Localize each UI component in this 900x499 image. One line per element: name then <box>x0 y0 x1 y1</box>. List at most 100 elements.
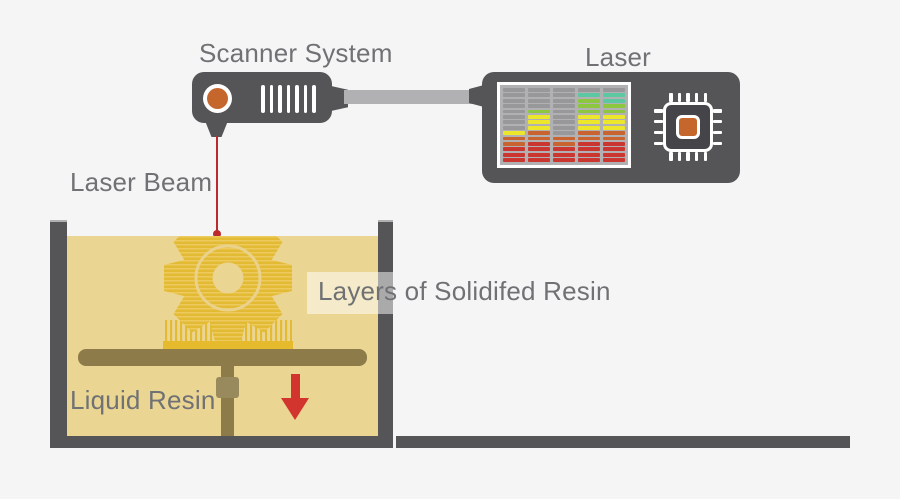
chip-pin <box>694 152 699 161</box>
equalizer-bar <box>503 131 525 136</box>
equalizer-bar <box>603 98 625 103</box>
equalizer-bar <box>528 120 550 125</box>
rod-collar <box>216 377 239 398</box>
vent-bar <box>303 85 307 113</box>
equalizer-bar <box>603 104 625 109</box>
equalizer-bar <box>578 88 600 92</box>
equalizer-bar <box>553 120 575 125</box>
tank-right-wall <box>378 220 393 448</box>
equalizer-bar <box>503 88 525 92</box>
chip-pin <box>686 152 690 161</box>
equalizer-bar <box>578 98 600 103</box>
laser-label: Laser <box>585 42 652 72</box>
equalizer-bar <box>503 142 525 146</box>
equalizer-bar <box>503 152 525 157</box>
chip-pin <box>703 93 707 102</box>
equalizer-bar <box>603 136 625 141</box>
equalizer-bar <box>553 109 575 114</box>
equalizer-bar <box>553 147 575 152</box>
gear-ring <box>194 244 262 312</box>
equalizer-bar <box>553 142 575 146</box>
support-base-raft <box>163 341 293 349</box>
equalizer-bar <box>603 147 625 152</box>
laser-beam-dot <box>213 230 221 238</box>
equalizer-bar <box>603 125 625 130</box>
equalizer-bar <box>528 147 550 152</box>
equalizer-bar <box>553 136 575 141</box>
chip-pin <box>654 141 663 145</box>
vent-bar <box>278 85 282 113</box>
vent-bar <box>312 85 316 113</box>
equalizer-bar <box>578 147 600 152</box>
equalizer-bar <box>528 152 550 157</box>
chip-pin <box>713 130 722 135</box>
equalizer-bar <box>603 158 625 163</box>
equalizer-bar <box>578 158 600 163</box>
equalizer-bar <box>603 152 625 157</box>
equalizer-bar <box>503 125 525 130</box>
equalizer-bar <box>603 120 625 125</box>
tank-bottom <box>50 436 392 448</box>
vent-bar <box>286 85 290 113</box>
equalizer-column <box>553 88 575 163</box>
label-backdrop <box>307 272 393 314</box>
equalizer-bar <box>603 115 625 119</box>
equalizer-bar <box>578 93 600 98</box>
equalizer-bar <box>553 98 575 103</box>
equalizer-bar <box>603 109 625 114</box>
chip-pin <box>686 93 690 102</box>
equalizer-bar <box>603 93 625 98</box>
equalizer-bar <box>603 88 625 92</box>
equalizer-bar <box>553 115 575 119</box>
equalizer-bar <box>528 115 550 119</box>
laser-emitter-nozzle <box>205 122 228 137</box>
equalizer-column <box>603 88 625 163</box>
down-arrow-icon <box>291 374 300 399</box>
scanner-connector <box>331 86 348 111</box>
equalizer-bar <box>503 158 525 163</box>
laser-connector <box>469 85 484 107</box>
vent-bar <box>261 85 265 113</box>
equalizer-bar <box>578 104 600 109</box>
led-indicator-icon <box>203 84 232 113</box>
chip-pin <box>669 152 673 161</box>
equalizer-bar <box>578 142 600 146</box>
equalizer-bar <box>578 136 600 141</box>
equalizer-column <box>528 88 550 163</box>
equalizer-bar <box>528 98 550 103</box>
equalizer-bar <box>553 131 575 136</box>
vent-lines-icon <box>261 85 316 113</box>
floor <box>396 436 850 448</box>
equalizer-bar <box>528 104 550 109</box>
build-platform <box>78 349 367 366</box>
equalizer-bar <box>553 158 575 163</box>
equalizer-column <box>503 88 525 163</box>
equalizer-bar <box>528 125 550 130</box>
chip-pin <box>703 152 707 161</box>
equalizer-bar <box>528 158 550 163</box>
chip-pin <box>654 109 663 113</box>
gear-center-hole <box>212 262 244 294</box>
equalizer-column <box>578 88 600 163</box>
down-arrow-head <box>281 398 309 420</box>
chip-pin <box>713 141 722 145</box>
equalizer-bar <box>578 109 600 114</box>
equalizer-bar <box>528 88 550 92</box>
led-indicator-core <box>207 88 228 109</box>
chip-pin <box>677 152 682 161</box>
equalizer-bar <box>503 147 525 152</box>
equalizer-bar <box>603 142 625 146</box>
chip-pin <box>677 93 682 102</box>
chip-pin <box>713 119 722 124</box>
equalizer-bar <box>553 125 575 130</box>
equalizer-bar <box>503 120 525 125</box>
equalizer-bar <box>578 125 600 130</box>
equalizer-bar <box>553 152 575 157</box>
equalizer-bar <box>503 104 525 109</box>
equalizer-display <box>497 82 631 168</box>
chip-pin <box>654 119 663 124</box>
laser-beam-line <box>216 136 218 233</box>
equalizer-bar <box>503 98 525 103</box>
layers-of-solidified-resin-label: Layers of Solidifed Resin <box>318 276 611 306</box>
